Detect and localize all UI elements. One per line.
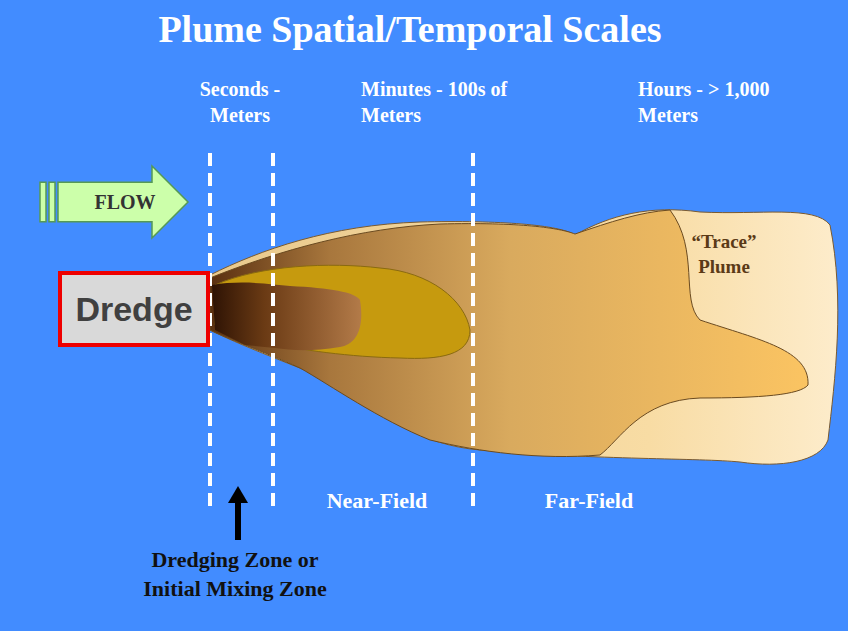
scale-header: Minutes - 100s of Meters: [361, 76, 513, 128]
zone-label: Near-Field: [300, 487, 454, 516]
pointer-shaft: [235, 500, 241, 540]
zone-boundaries: [210, 153, 473, 512]
far-field-plume: [210, 210, 808, 457]
scale-header: Seconds - Meters: [185, 76, 295, 128]
plume-label: “Trace” Plume: [676, 230, 772, 279]
pointer-arrow: [228, 486, 248, 540]
node-text: FLOW: [72, 191, 155, 214]
zone-label: Dredging Zone or Initial Mixing Zone: [126, 546, 344, 603]
dredge-box: Dredge: [58, 271, 210, 347]
pointer-head: [228, 486, 248, 503]
arrow-tail-bar: [40, 182, 46, 222]
zone-boundary: [471, 153, 475, 512]
arrow-body: [58, 166, 188, 238]
zone-boundary: [271, 153, 275, 512]
initial-plume: [212, 283, 361, 351]
flow-arrow: FLOW: [38, 164, 190, 240]
diagram-title: Plume Spatial/Temporal Scales: [0, 8, 820, 52]
arrow-tail-bar: [49, 182, 55, 222]
node-text: Dredge: [75, 290, 192, 329]
trace-plume: [210, 210, 838, 464]
scale-header: Hours - > 1,000 Meters: [638, 76, 790, 128]
zone-label: Far-Field: [515, 487, 663, 516]
